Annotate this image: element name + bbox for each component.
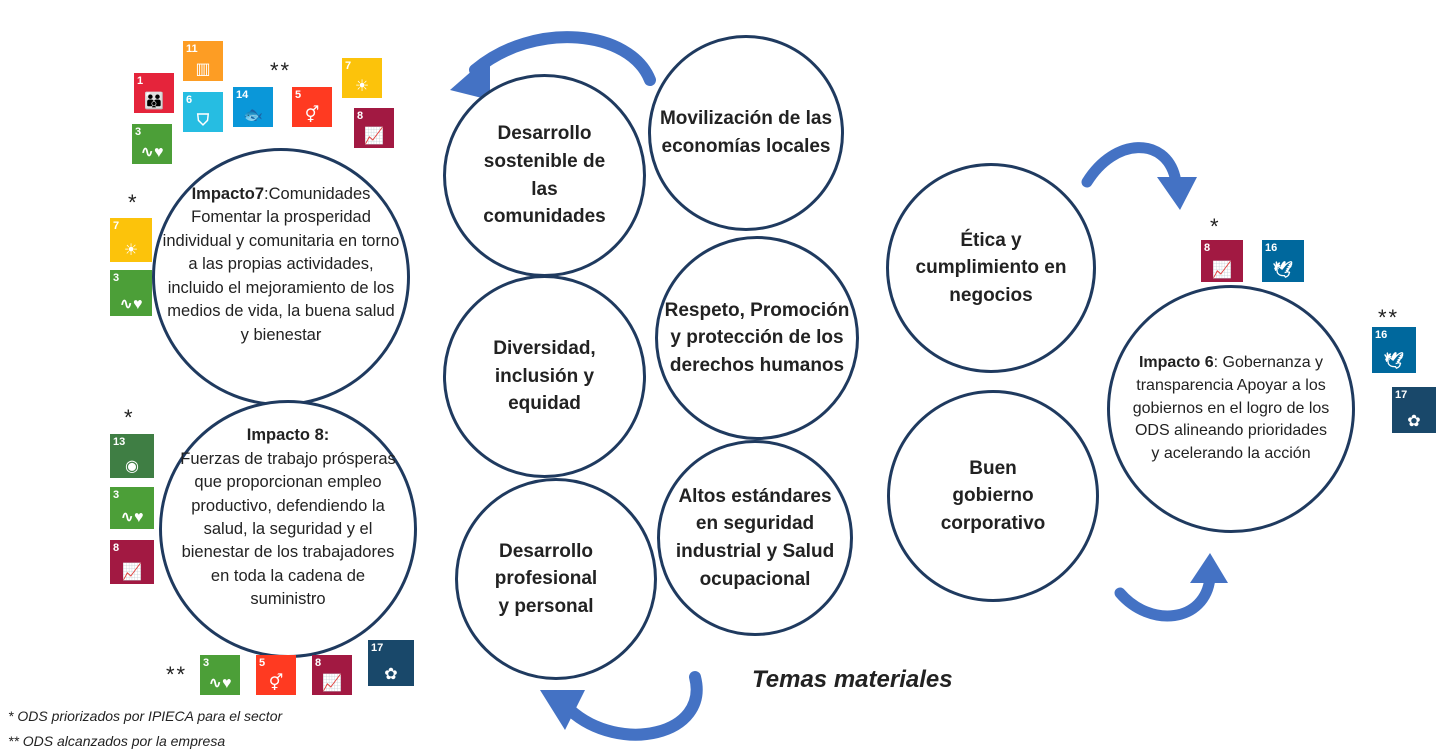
- sdg-11-tile: 11▥: [183, 41, 223, 81]
- double-mark: **: [1378, 305, 1400, 330]
- impact-7-circle: Impacto7:Comunidades Fomentar la prosper…: [152, 148, 410, 406]
- sun-icon: ☀: [123, 242, 139, 259]
- topic-label: Desarrollo profesional y personal: [494, 540, 598, 617]
- cycle-arrow-bottom-icon: [540, 671, 703, 741]
- sun-icon: ☀: [354, 78, 370, 95]
- topic-label: Movilización de las economías locales: [659, 108, 833, 157]
- gender-icon: ⚥: [268, 675, 284, 692]
- sdg-7-tile: 7☀: [110, 218, 152, 262]
- flower-icon: ✿: [384, 666, 398, 683]
- sdg-5-tile: 5⚥: [256, 655, 296, 695]
- sdg-7-tile: 7☀: [342, 58, 382, 98]
- eye-icon: ◉: [125, 458, 139, 475]
- impact-8-circle: Impacto 8: Fuerzas de trabajo prósperas …: [159, 400, 417, 658]
- dove-icon: 🕊: [1383, 353, 1405, 370]
- single-mark: *: [1210, 214, 1221, 239]
- topic-corporate-governance: Buen gobierno corporativo: [887, 390, 1099, 602]
- growth-chart-icon: 📈: [122, 564, 142, 581]
- sdg-8-tile: 8📈: [312, 655, 352, 695]
- topic-sustainable-communities: Desarrollo sostenible de las comunidades: [443, 74, 646, 277]
- topic-label: Desarrollo sostenible de las comunidades: [483, 123, 606, 228]
- impact-text: : Gobernanza y transparencia Apoyar a lo…: [1132, 354, 1330, 463]
- cycle-arrow-right-top-icon: [1081, 142, 1197, 210]
- topic-label: Diversidad, inclusión y equidad: [493, 338, 596, 415]
- sdg-3-tile: 3∿♥: [132, 124, 172, 164]
- cycle-arrow-top-icon: [450, 31, 656, 100]
- topic-safety-health: Altos estándares en seguridad industrial…: [657, 440, 853, 636]
- heartbeat-icon: ∿♥: [208, 675, 232, 692]
- fish-icon: 🐟: [243, 107, 263, 124]
- heartbeat-icon: ∿♥: [119, 296, 143, 313]
- impact-title: Impacto 6: [1138, 354, 1214, 372]
- topic-professional-development: Desarrollo profesional y personal: [455, 478, 657, 680]
- impact-text: Fuerzas de trabajo prósperas que proporc…: [180, 449, 396, 609]
- single-mark: *: [128, 190, 139, 215]
- impact-text: :Comunidades Fomentar la prosperidad ind…: [162, 185, 400, 344]
- gender-icon: ⚥: [304, 107, 320, 124]
- growth-chart-icon: 📈: [322, 675, 342, 692]
- double-mark: **: [270, 58, 292, 83]
- sdg-5-tile: 5⚥: [292, 87, 332, 127]
- sdg-6-tile: 6⛉: [183, 92, 223, 132]
- double-mark: **: [166, 662, 188, 687]
- impact-6-circle: Impacto 6: Gobernanza y transparencia Ap…: [1107, 285, 1355, 533]
- topic-ethics: Ética y cumplimiento en negocios: [886, 163, 1096, 373]
- impact-title: Impacto 8:: [246, 426, 330, 445]
- sdg-3-tile: 3∿♥: [200, 655, 240, 695]
- sdg-3-tile: 3∿♥: [110, 270, 152, 316]
- sdg-3-tile: 3∿♥: [110, 487, 154, 529]
- sdg-14-tile: 14🐟: [233, 87, 273, 127]
- people-icon: 👪: [144, 93, 164, 110]
- legend-note-prioritized: * ODS priorizados por IPIECA para el sec…: [8, 708, 283, 724]
- growth-chart-icon: 📈: [1212, 262, 1232, 279]
- heartbeat-icon: ∿♥: [140, 144, 164, 161]
- topic-label: Altos estándares en seguridad industrial…: [675, 485, 835, 590]
- dove-icon: 🕊: [1272, 262, 1294, 279]
- flower-icon: ✿: [1407, 413, 1421, 430]
- topic-diversity: Diversidad, inclusión y equidad: [443, 275, 646, 478]
- sdg-8-tile: 8📈: [354, 108, 394, 148]
- material-topics-title: Temas materiales: [752, 666, 953, 693]
- sdg-17-tile: 17✿: [1392, 387, 1436, 433]
- impact-title: Impacto7: [191, 185, 265, 204]
- sdg-13-tile: 13◉: [110, 434, 154, 478]
- growth-chart-icon: 📈: [364, 128, 384, 145]
- sdg-1-tile: 1👪: [134, 73, 174, 113]
- cycle-arrow-right-bottom-icon: [1114, 553, 1228, 622]
- legend-note-achieved: ** ODS alcanzados por la empresa: [8, 733, 226, 749]
- sdg-8-tile: 8📈: [110, 540, 154, 584]
- topic-label: Buen gobierno corporativo: [940, 457, 1046, 534]
- topic-local-economies: Movilización de las economías locales: [648, 35, 844, 231]
- sdg-16-tile: 16🕊: [1372, 327, 1416, 373]
- single-mark: *: [124, 405, 135, 430]
- water-icon: ⛉: [196, 112, 209, 129]
- heartbeat-icon: ∿♥: [120, 509, 144, 526]
- sdg-16-tile: 16🕊: [1262, 240, 1304, 282]
- topic-human-rights: Respeto, Promoción y protección de los d…: [655, 236, 859, 440]
- sdg-17-tile: 17✿: [368, 640, 414, 686]
- city-icon: ▥: [195, 61, 211, 78]
- topic-label: Respeto, Promoción y protección de los d…: [664, 299, 850, 376]
- sdg-8-tile: 8📈: [1201, 240, 1243, 282]
- topic-label: Ética y cumplimiento en negocios: [915, 229, 1067, 306]
